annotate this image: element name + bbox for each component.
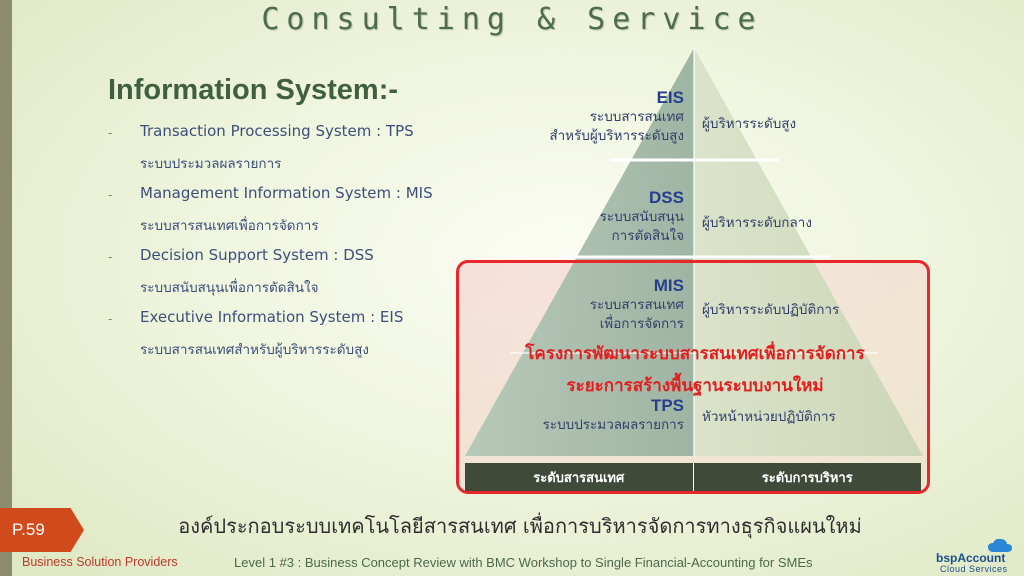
pyramid-tier-eis: EIS ระบบสารสนเทศ สำหรับผู้บริหารระดับสูง bbox=[549, 88, 684, 146]
tier-abbr: DSS bbox=[649, 188, 684, 207]
project-title-highlight: โครงการพัฒนาระบบสารสนเทศเพื่อการจัดการ bbox=[525, 344, 865, 364]
tier-desc: ระบบสารสนเทศ bbox=[589, 109, 684, 125]
left-accent-bar bbox=[0, 0, 12, 576]
list-item-eis: - Executive Information System : EIS ระบ… bbox=[108, 306, 468, 368]
list-item-thai: ระบบสารสนเทศเพื่อการจัดการ bbox=[140, 218, 319, 234]
slide-subtitle: องค์ประกอบระบบเทคโนโลยีสารสนเทศ เพื่อการ… bbox=[178, 514, 862, 538]
footer-management-level: ระดับการบริหาร bbox=[692, 463, 921, 491]
slide-title: Consulting & Service bbox=[261, 2, 763, 37]
page-number-badge: P.59 bbox=[0, 508, 84, 552]
section-heading: Information System:- bbox=[108, 74, 399, 106]
company-tagline: Business Solution Providers bbox=[22, 555, 178, 569]
list-bullet: - bbox=[108, 126, 113, 140]
system-list: - Transaction Processing System : TPS ระ… bbox=[108, 120, 468, 368]
tier-level-eis: ผู้บริหารระดับสูง bbox=[702, 116, 797, 132]
logo-subtitle: Cloud Services bbox=[940, 564, 1008, 574]
tier-desc: ระบบประมวลผลรายการ bbox=[542, 417, 684, 433]
list-item-thai: ระบบสารสนเทศสำหรับผู้บริหารระดับสูง bbox=[140, 342, 369, 358]
list-bullet: - bbox=[108, 250, 113, 264]
pyramid-footer-table: ระดับสารสนเทศ ระดับการบริหาร bbox=[465, 463, 921, 491]
pyramid-tier-dss: DSS ระบบสนับสนุน การตัดสินใจ bbox=[600, 188, 684, 246]
tier-level-mis: ผู้บริหารระดับปฏิบัติการ bbox=[702, 302, 840, 318]
tier-abbr: EIS bbox=[656, 88, 684, 107]
tier-desc: ระบบสนับสนุน bbox=[599, 209, 684, 225]
pyramid-tier-tps: TPS ระบบประมวลผลรายการ bbox=[543, 396, 684, 435]
tier-desc: การตัดสินใจ bbox=[611, 228, 684, 244]
course-level-text: Level 1 #3 : Business Concept Review wit… bbox=[234, 555, 813, 570]
pyramid-tier-mis: MIS ระบบสารสนเทศ เพื่อการจัดการ bbox=[590, 276, 684, 334]
tier-level-dss: ผู้บริหารระดับกลาง bbox=[702, 215, 812, 231]
tier-desc: สำหรับผู้บริหารระดับสูง bbox=[549, 128, 684, 144]
list-item-tps: - Transaction Processing System : TPS ระ… bbox=[108, 120, 468, 182]
list-item-english: Decision Support System : DSS bbox=[140, 246, 374, 264]
bsp-account-logo: bspAccount Cloud Services bbox=[936, 537, 1020, 575]
project-phase-highlight: ระยะการสร้างพื้นฐานระบบงานใหม่ bbox=[566, 376, 824, 396]
list-bullet: - bbox=[108, 188, 113, 202]
tier-abbr: TPS bbox=[650, 396, 684, 415]
list-item-english: Executive Information System : EIS bbox=[140, 308, 404, 326]
list-item-thai: ระบบสนับสนุนเพื่อการตัดสินใจ bbox=[140, 280, 319, 296]
list-item-thai: ระบบประมวลผลรายการ bbox=[140, 156, 282, 172]
logo-name: bspAccount bbox=[936, 551, 1006, 565]
tier-level-tps: หัวหน้าหน่วยปฏิบัติการ bbox=[702, 409, 836, 425]
list-item-mis: - Management Information System : MIS ระ… bbox=[108, 182, 468, 244]
mis-project-highlight-box bbox=[456, 260, 930, 494]
footer-info-level: ระดับสารสนเทศ bbox=[465, 463, 693, 491]
list-item-english: Transaction Processing System : TPS bbox=[140, 122, 414, 140]
list-item-english: Management Information System : MIS bbox=[140, 184, 433, 202]
tier-abbr: MIS bbox=[653, 276, 684, 295]
cloud-icon bbox=[988, 538, 1012, 552]
tier-desc: ระบบสารสนเทศ bbox=[589, 297, 684, 313]
tier-desc: เพื่อการจัดการ bbox=[599, 316, 684, 332]
list-item-dss: - Decision Support System : DSS ระบบสนับ… bbox=[108, 244, 468, 306]
list-bullet: - bbox=[108, 312, 113, 326]
